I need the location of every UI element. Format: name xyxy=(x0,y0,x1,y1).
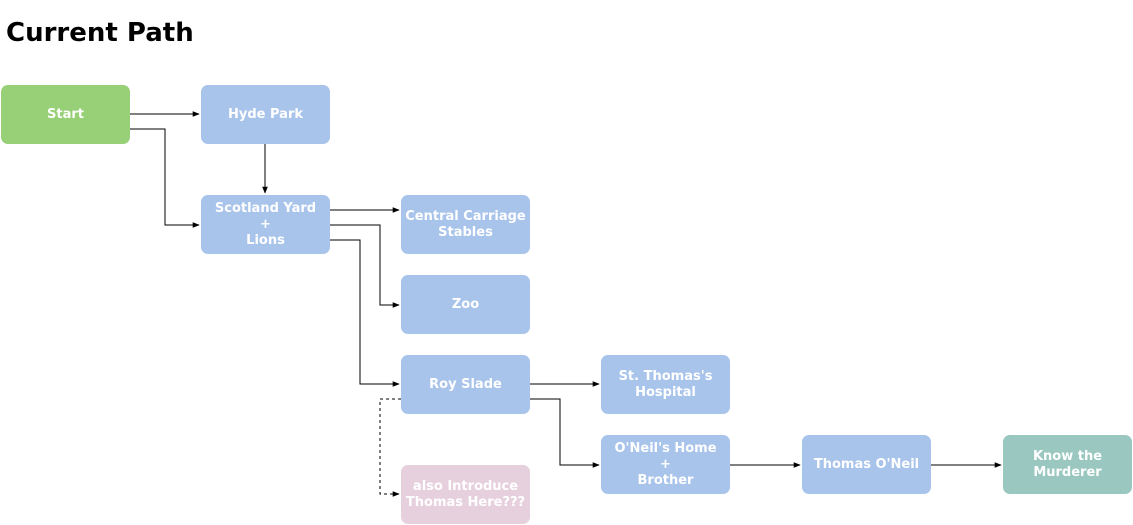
node-also-introduce-thomas[interactable]: also Introduce Thomas Here??? xyxy=(401,465,530,524)
edge-scotland-yard-to-roy-slade xyxy=(330,239,400,387)
node-scotland-yard[interactable]: Scotland Yard + Lions xyxy=(201,195,330,254)
page-title: Current Path xyxy=(6,18,194,48)
node-st-thomas-hospital[interactable]: St. Thomas's Hospital xyxy=(601,355,730,414)
node-zoo[interactable]: Zoo xyxy=(401,275,530,334)
node-thomas-oneil[interactable]: Thomas O'Neil xyxy=(802,435,931,494)
edge-roy-slade-to-oneils-home xyxy=(530,398,600,468)
node-central-carriage-stables[interactable]: Central Carriage Stables xyxy=(401,195,530,254)
edge-start-to-scotland-yard xyxy=(130,128,200,228)
node-hyde-park[interactable]: Hyde Park xyxy=(201,85,330,144)
node-roy-slade[interactable]: Roy Slade xyxy=(401,355,530,414)
edge-scotland-yard-to-zoo xyxy=(330,224,400,308)
node-know-the-murderer[interactable]: Know the Murderer xyxy=(1003,435,1132,494)
node-start[interactable]: Start xyxy=(1,85,130,144)
edge-roy-slade-to-also-introduce xyxy=(379,398,401,497)
node-oneils-home[interactable]: O'Neil's Home + Brother xyxy=(601,435,730,494)
